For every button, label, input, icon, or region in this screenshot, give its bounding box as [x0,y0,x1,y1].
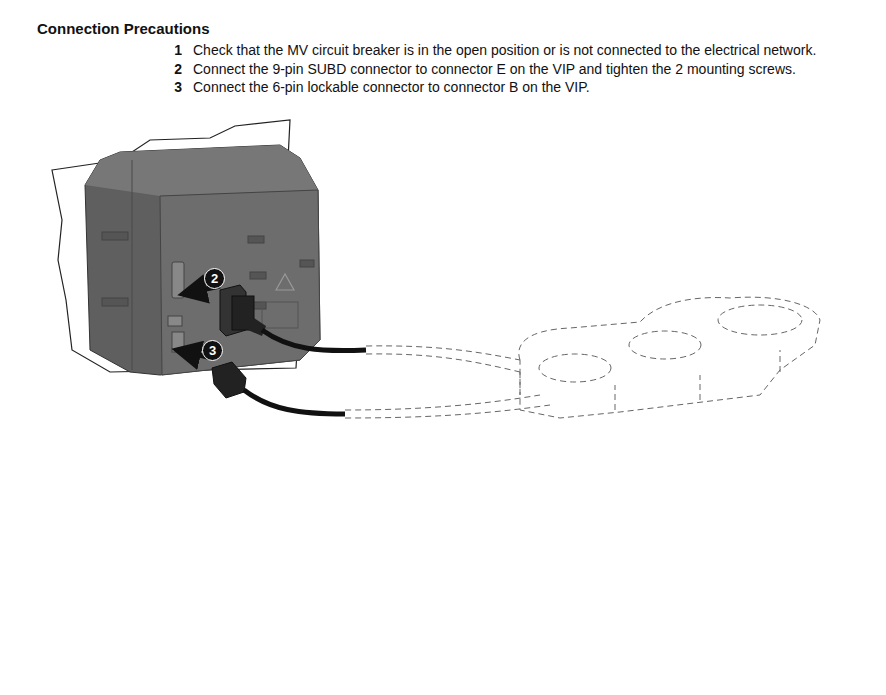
sensor-outline [345,297,820,418]
connector-b [172,332,184,352]
terminal-block [168,316,182,326]
step-number: 3 [162,79,182,95]
step-number: 2 [162,61,182,77]
warning-symbol [276,274,294,290]
mounting-clips [102,232,314,309]
step-text: Check that the MV circuit breaker is in … [193,42,816,58]
step-text: Connect the 6-pin lockable connector to … [193,79,590,95]
housing-edge [132,160,133,370]
vip-top [85,145,318,196]
callout-circle: 3 [202,340,223,361]
label-plate [262,302,298,328]
subd-cable [262,330,366,351]
callout-circle: 2 [204,268,225,289]
connector-e [172,262,184,298]
callout-number: 3 [209,343,216,358]
step-number: 1 [162,42,182,58]
plug-cable [244,390,345,414]
callout-number: 2 [211,271,218,286]
step-text: Connect the 9-pin SUBD connector to conn… [193,61,796,77]
lockable-plug [212,362,246,398]
heading: Connection Precautions [37,20,210,37]
